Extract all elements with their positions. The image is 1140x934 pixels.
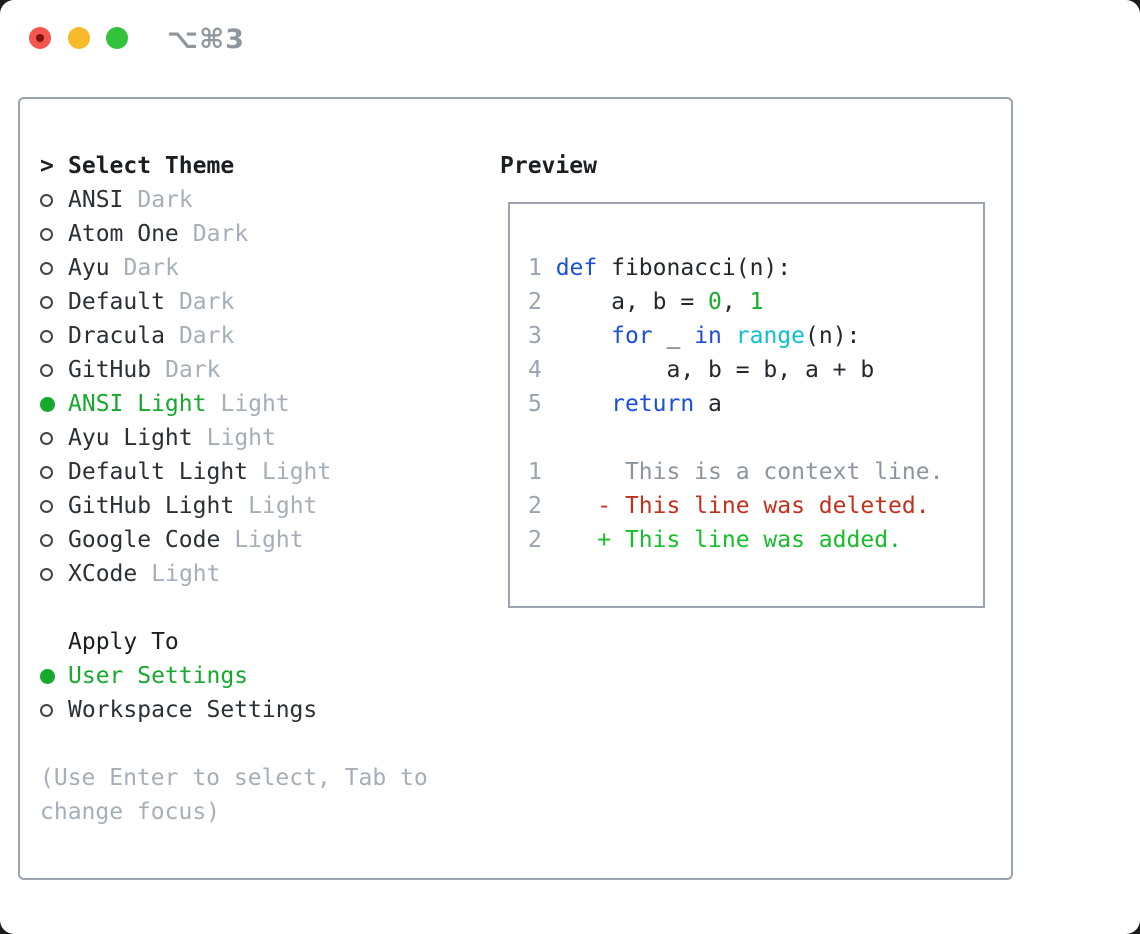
theme-option-label: Ayu Light bbox=[68, 425, 193, 451]
apply-option-label: User Settings bbox=[68, 663, 249, 689]
theme-variant-badge: Dark bbox=[165, 357, 221, 383]
theme-variant-badge: Dark bbox=[192, 221, 249, 247]
theme-option-default[interactable]: Default Dark bbox=[40, 285, 472, 319]
theme-option-label: GitHub Light bbox=[68, 493, 235, 519]
theme-option-label: Dracula bbox=[68, 323, 165, 349]
theme-option-dracula[interactable]: Dracula Dark bbox=[40, 319, 472, 353]
theme-option-label: GitHub bbox=[68, 357, 152, 383]
theme-variant-badge: Dark bbox=[137, 187, 193, 213]
theme-variant-badge: Light bbox=[248, 493, 318, 519]
titlebar: ⌥⌘3 bbox=[0, 0, 1140, 76]
theme-option-ayu[interactable]: Ayu Dark bbox=[40, 251, 472, 285]
theme-option-label: Default bbox=[68, 289, 165, 315]
zoom-button[interactable] bbox=[106, 27, 128, 49]
close-button[interactable] bbox=[29, 27, 51, 49]
radio-icon bbox=[40, 533, 53, 547]
theme-variant-badge: Light bbox=[234, 527, 304, 553]
spacer bbox=[40, 727, 472, 761]
focus-prompt-icon: > bbox=[40, 153, 54, 179]
apply-option-workspace-settings[interactable]: Workspace Settings bbox=[40, 693, 472, 727]
radio-icon bbox=[40, 295, 53, 309]
theme-option-label: ANSI bbox=[68, 187, 124, 213]
radio-icon bbox=[40, 363, 53, 377]
radio-icon bbox=[40, 465, 53, 479]
radio-selected-icon bbox=[40, 668, 55, 684]
window-shortcut-label: ⌥⌘3 bbox=[167, 24, 245, 55]
radio-icon bbox=[40, 261, 53, 275]
radio-selected-icon bbox=[40, 396, 55, 412]
radio-icon bbox=[40, 193, 53, 207]
theme-option-label: Ayu bbox=[68, 255, 110, 281]
radio-icon bbox=[40, 431, 53, 445]
code-preview: 1 def fibonacci(n): 2 a, b = 0, 1 3 for … bbox=[528, 255, 944, 553]
select-theme-heading-label: Select Theme bbox=[68, 153, 235, 179]
radio-icon bbox=[40, 329, 53, 343]
theme-option-label: Default Light bbox=[68, 459, 249, 485]
radio-icon bbox=[40, 567, 53, 581]
theme-variant-badge: Dark bbox=[178, 289, 235, 315]
theme-variant-badge: Light bbox=[151, 561, 221, 587]
apply-to-heading-label: Apply To bbox=[68, 629, 179, 655]
select-theme-heading: > Select Theme bbox=[40, 149, 472, 183]
apply-option-label: Workspace Settings bbox=[68, 697, 318, 723]
radio-icon bbox=[40, 499, 53, 513]
minimize-button[interactable] bbox=[68, 27, 90, 49]
unsaved-dot-icon bbox=[36, 34, 44, 42]
theme-option-atom-one[interactable]: Atom One Dark bbox=[40, 217, 472, 251]
theme-option-github-light[interactable]: GitHub Light Light bbox=[40, 489, 472, 523]
preview-heading: Preview bbox=[500, 153, 597, 179]
theme-option-label: Atom One bbox=[68, 221, 179, 247]
radio-icon bbox=[40, 227, 53, 241]
theme-variant-badge: Dark bbox=[178, 323, 235, 349]
theme-variant-badge: Light bbox=[206, 425, 276, 451]
theme-option-xcode[interactable]: XCode Light bbox=[40, 557, 472, 591]
theme-option-ansi-light[interactable]: ANSI Light Light bbox=[40, 387, 472, 421]
theme-variant-badge: Light bbox=[220, 391, 290, 417]
theme-option-github[interactable]: GitHub Dark bbox=[40, 353, 472, 387]
apply-option-user-settings[interactable]: User Settings bbox=[40, 659, 472, 693]
theme-option-ayu-light[interactable]: Ayu Light Light bbox=[40, 421, 472, 455]
theme-option-label: ANSI Light bbox=[68, 391, 207, 417]
theme-option-label: XCode bbox=[68, 561, 138, 587]
preview-box: 1 def fibonacci(n): 2 a, b = 0, 1 3 for … bbox=[508, 202, 985, 608]
theme-option-ansi[interactable]: ANSI Dark bbox=[40, 183, 472, 217]
theme-variant-badge: Light bbox=[262, 459, 332, 485]
spacer bbox=[40, 591, 472, 625]
help-text: (Use Enter to select, Tab to change focu… bbox=[40, 765, 428, 825]
theme-option-google-code[interactable]: Google Code Light bbox=[40, 523, 472, 557]
theme-option-label: Google Code bbox=[68, 527, 221, 553]
apply-to-heading: Apply To bbox=[40, 625, 472, 659]
theme-option-default-light[interactable]: Default Light Light bbox=[40, 455, 472, 489]
radio-icon bbox=[40, 703, 53, 717]
theme-variant-badge: Dark bbox=[123, 255, 179, 281]
